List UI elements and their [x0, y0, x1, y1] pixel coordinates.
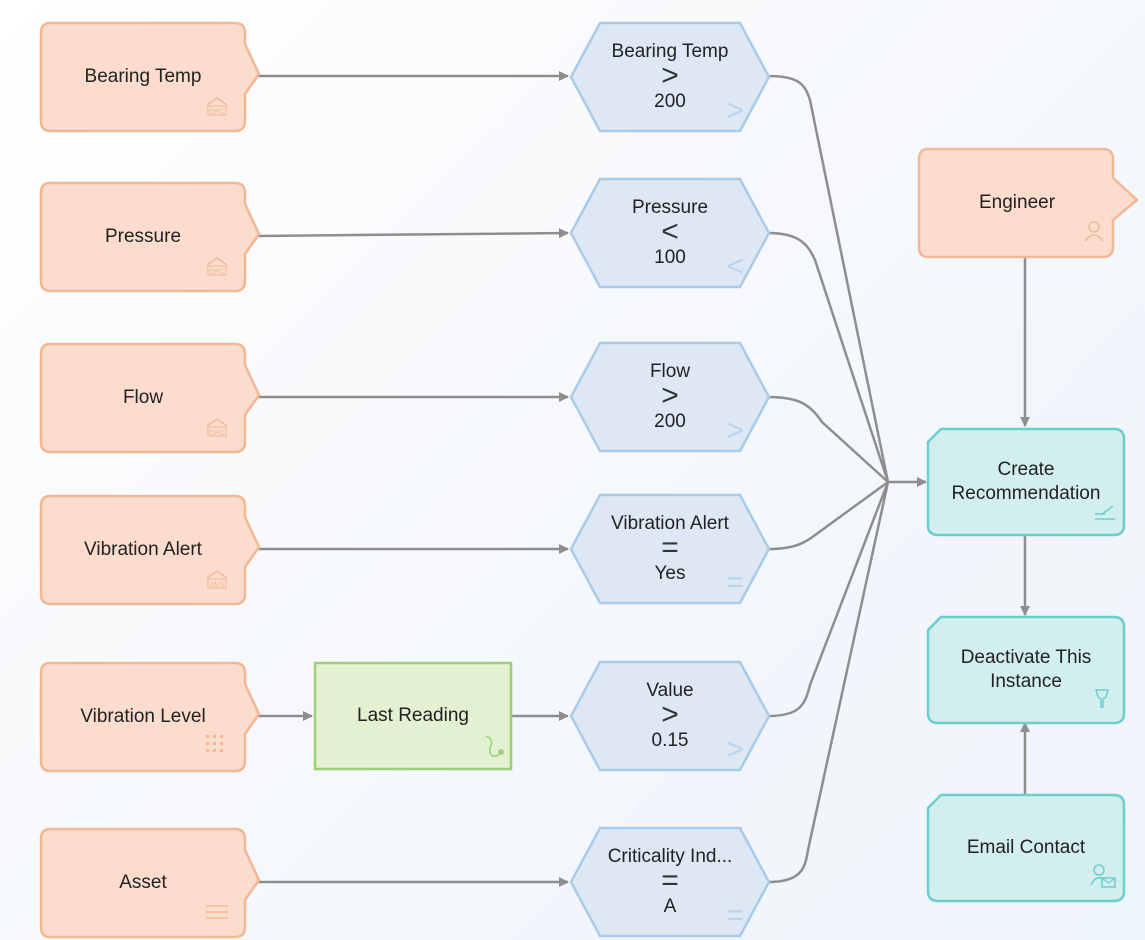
input-label: Vibration Alert: [84, 539, 202, 560]
opc-icon: OPC: [204, 416, 230, 443]
condition-operator: <: [661, 215, 679, 248]
condition-node-value[interactable]: Value > 0.15 >: [569, 660, 771, 772]
wire-cond-pressure[interactable]: [767, 231, 890, 483]
condition-text: Flow > 200: [650, 361, 690, 433]
condition-value: 200: [654, 411, 686, 432]
wire-pressure[interactable]: [257, 228, 569, 239]
condition-operator: =: [661, 864, 679, 897]
condition-operator: >: [661, 59, 679, 92]
action-label: Email Contact: [966, 837, 1086, 858]
condition-text: Criticality Ind... = A: [608, 846, 733, 918]
operator-icon: =: [726, 899, 744, 932]
input-node-pressure[interactable]: Pressure OPC: [39, 181, 261, 293]
condition-text: Value > 0.15: [646, 680, 693, 752]
scatter-points-icon: [204, 733, 228, 762]
function-label: Last Reading: [357, 705, 469, 726]
condition-node-pressure[interactable]: Pressure < 100 <: [569, 177, 771, 289]
wire-cond-vibalert[interactable]: [767, 480, 889, 551]
action-node-create-recommendation[interactable]: Create Recommendation: [926, 427, 1126, 537]
action-line1: Create: [997, 459, 1055, 480]
action-node-deactivate-instance[interactable]: Deactivate This Instance: [926, 615, 1126, 725]
opc-icon-text: OPC: [209, 430, 224, 437]
condition-value: A: [663, 896, 677, 917]
action-line2: Recommendation: [951, 483, 1101, 504]
condition-field: Criticality Ind...: [607, 846, 733, 867]
input-node-bearing-temp[interactable]: Bearing Temp OPC: [39, 21, 261, 133]
person-icon: [1082, 219, 1106, 248]
condition-value: Yes: [654, 563, 686, 584]
opc-icon: OPC: [204, 255, 230, 282]
ams-icon-text: AMS: [209, 582, 225, 589]
condition-operator: >: [661, 698, 679, 731]
deactivate-icon: [1093, 687, 1111, 716]
recommendation-icon: [1093, 503, 1117, 528]
wire-cond-value[interactable]: [767, 481, 890, 718]
ams-icon: AMS: [204, 568, 230, 595]
wire-cond-flow[interactable]: [767, 395, 889, 483]
input-label: Pressure: [104, 226, 182, 247]
condition-field: Bearing Temp: [611, 41, 729, 62]
condition-text: Bearing Temp > 200: [612, 41, 729, 113]
condition-node-vibration-alert[interactable]: Vibration Alert = Yes =: [569, 493, 771, 605]
opc-icon-text: OPC: [209, 109, 224, 116]
condition-field: Value: [646, 680, 694, 701]
input-label: Flow: [122, 387, 164, 408]
condition-value: 100: [654, 247, 686, 268]
operator-icon: >: [726, 733, 744, 766]
condition-field: Vibration Alert: [611, 513, 729, 534]
input-node-engineer[interactable]: Engineer: [917, 147, 1139, 259]
list-icon: [204, 901, 230, 928]
condition-field: Flow: [649, 361, 691, 382]
opc-icon-text: OPC: [209, 269, 224, 276]
action-line1: Deactivate This: [960, 647, 1092, 668]
input-label: Bearing Temp: [84, 66, 202, 87]
condition-text: Pressure < 100: [632, 197, 708, 269]
engineer-label: Engineer: [978, 192, 1056, 213]
input-node-vibration-level[interactable]: Vibration Level: [39, 661, 261, 773]
condition-field: Pressure: [631, 197, 709, 218]
operator-icon: <: [726, 250, 744, 283]
input-node-flow[interactable]: Flow OPC: [39, 342, 261, 454]
condition-node-criticality[interactable]: Criticality Ind... = A =: [569, 826, 771, 938]
condition-operator: >: [661, 379, 679, 412]
action-node-email-contact[interactable]: Email Contact: [926, 793, 1126, 903]
operator-icon: >: [726, 414, 744, 447]
operator-icon: =: [726, 566, 744, 599]
input-label: Asset: [119, 872, 167, 893]
condition-node-bearing-temp[interactable]: Bearing Temp > 200 >: [569, 21, 771, 133]
condition-operator: =: [661, 531, 679, 564]
input-node-asset[interactable]: Asset: [39, 827, 261, 939]
opc-icon: OPC: [204, 95, 230, 122]
wire-cond-criticality[interactable]: [767, 481, 890, 884]
email-contact-icon: [1089, 863, 1117, 894]
action-line2: Instance: [990, 671, 1062, 692]
condition-text: Vibration Alert = Yes: [611, 513, 729, 585]
reading-icon: [482, 735, 506, 764]
action-text: Create Recommendation: [952, 458, 1101, 506]
input-label: Vibration Level: [80, 706, 206, 727]
condition-value: 0.15: [651, 730, 689, 751]
function-node-last-reading[interactable]: Last Reading: [313, 661, 513, 771]
action-text: Deactivate This Instance: [961, 646, 1092, 694]
wire-cond-bearing[interactable]: [767, 74, 890, 483]
operator-icon: >: [726, 94, 744, 127]
condition-value: 200: [654, 91, 686, 112]
input-node-vibration-alert[interactable]: Vibration Alert AMS: [39, 494, 261, 606]
condition-node-flow[interactable]: Flow > 200 >: [569, 341, 771, 453]
